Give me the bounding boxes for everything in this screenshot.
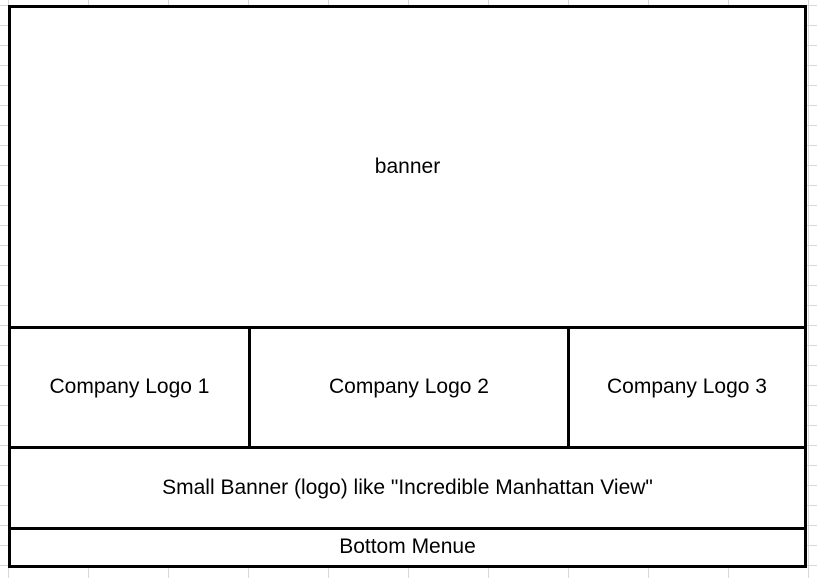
banner-label: banner <box>374 154 441 178</box>
small-banner-box[interactable]: Small Banner (logo) like "Incredible Man… <box>11 446 804 527</box>
company-logo-2-box[interactable]: Company Logo 2 <box>248 329 570 446</box>
company-logo-1-box[interactable]: Company Logo 1 <box>11 329 248 446</box>
logo-row: Company Logo 1 Company Logo 2 Company Lo… <box>11 326 804 446</box>
bottom-menu-box[interactable]: Bottom Menue <box>11 527 804 565</box>
company-logo-2-label: Company Logo 2 <box>329 375 489 399</box>
wireframe-layout: banner Company Logo 1 Company Logo 2 Com… <box>8 5 807 568</box>
bottom-menu-label: Bottom Menue <box>339 535 476 559</box>
company-logo-3-label: Company Logo 3 <box>607 375 767 399</box>
small-banner-label: Small Banner (logo) like "Incredible Man… <box>162 475 653 499</box>
banner-box[interactable]: banner <box>11 8 804 326</box>
company-logo-3-box[interactable]: Company Logo 3 <box>570 329 804 446</box>
company-logo-1-label: Company Logo 1 <box>49 375 210 399</box>
